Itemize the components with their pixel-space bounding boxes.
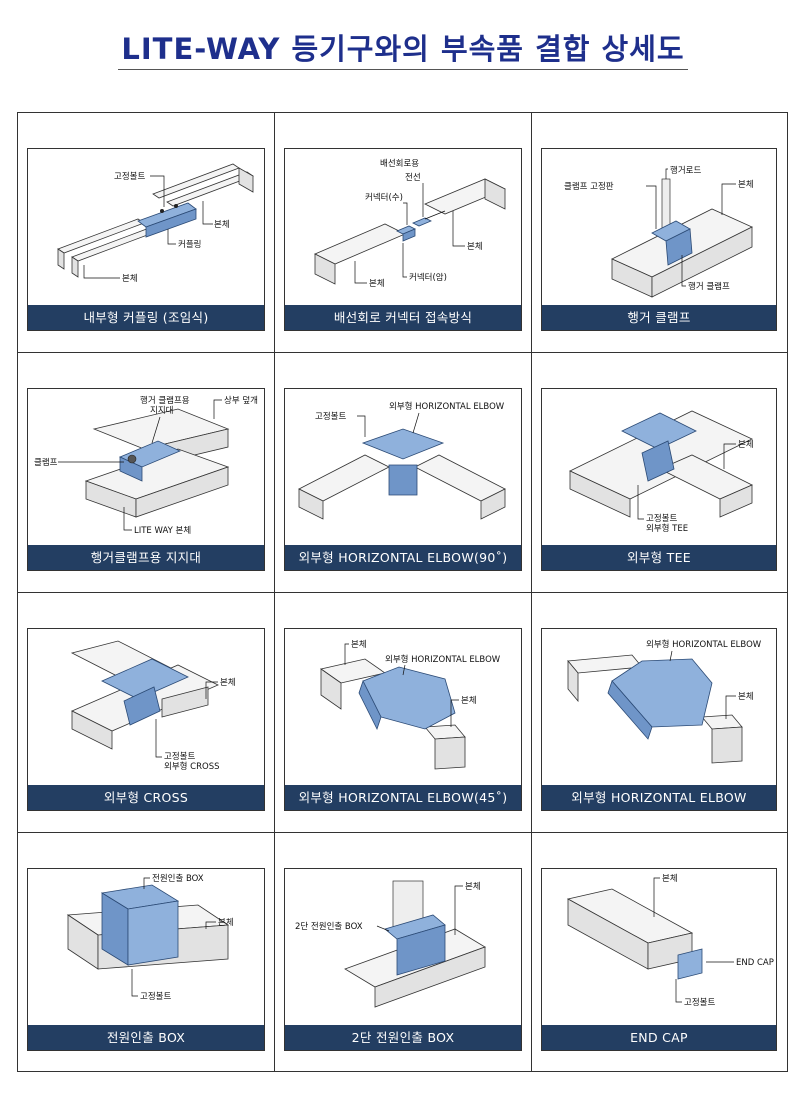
label-body-left: 본체 [369,278,385,289]
page-title: LITE-WAY 등기구와의 부속품 결합 상세도 [121,32,685,66]
label-body: 본체 [465,881,481,892]
detail-cell-two-stage-box: 본체 2단 전원인출 BOX 2단 전원인출 BOX [275,833,532,1071]
label-body-left: 본체 [122,273,138,284]
diagram-panel: 본체 외부형 HORIZONTAL ELBOW 본체 외부형 HORIZONTA… [284,628,522,811]
label-body: 본체 [738,691,754,702]
detail-cell-elbow: 외부형 HORIZONTAL ELBOW 본체 외부형 HORIZONTAL E… [532,593,787,833]
elbow-90-illustration: 고정볼트 외부형 HORIZONTAL ELBOW [298,401,506,520]
label-coupling: 커플링 [178,239,201,250]
label-body: 본체 [738,439,754,450]
caption-clamp-support: 행거클램프용 지지대 [28,545,264,570]
label-body-right: 본체 [461,695,477,706]
label-cross: 외부형 CROSS [164,761,220,772]
internal-coupling-illustration: 고정볼트 본체 커플링 본체 [57,163,254,284]
label-end-cap: END CAP [736,958,774,968]
wiring-connector-illustration: 배선회로용 전선 커넥터(수) 본체 본체 커넥터(암) [314,159,506,289]
label-body: 본체 [662,873,678,884]
diagram-panel: 본체 2단 전원인출 BOX 2단 전원인출 BOX [284,868,522,1051]
detail-cell-elbow-45: 본체 외부형 HORIZONTAL ELBOW 본체 외부형 HORIZONTA… [275,593,532,833]
tee-illustration: 본체 고정볼트 외부형 TEE [569,410,754,534]
label-liteway-body: LITE WAY 본체 [134,525,191,536]
label-body-left: 본체 [351,639,367,650]
label-connector-female: 커넥터(암) [409,272,447,283]
label-connector-male: 커넥터(수) [365,192,403,203]
label-body-right: 본체 [214,219,230,230]
caption-wiring-connector: 배선회로 커넥터 접속방식 [285,305,521,330]
diagram-panel: 행거로드 클램프 고정판 본체 행거 클램프 행거 클램프 [541,148,777,331]
label-body: 본체 [218,917,234,928]
detail-cell-elbow-90: 고정볼트 외부형 HORIZONTAL ELBOW 외부형 HORIZONTAL… [275,353,532,593]
detail-cell-end-cap: 본체 END CAP 고정볼트 END CAP [532,833,787,1071]
caption-cross: 외부형 CROSS [28,785,264,810]
caption-tee: 외부형 TEE [542,545,776,570]
cross-illustration: 본체 고정볼트 외부형 CROSS [70,640,236,772]
label-fixing-bolt: 고정볼트 [114,171,145,182]
detail-cell-tee: 본체 고정볼트 외부형 TEE 외부형 TEE [532,353,787,593]
detail-cell-internal-coupling: 고정볼트 본체 커플링 본체 내부형 커플링 (조임식) [18,113,275,353]
label-body: 본체 [220,677,236,688]
diagram-panel: 행거 클램프용 지지대 상부 덮개 클램프 LITE WAY 본체 행거클램프용… [27,388,265,571]
elbow-illustration: 외부형 HORIZONTAL ELBOW 본체 [567,639,762,764]
label-hanger-clamp: 행거 클램프 [688,281,730,292]
label-hanger-rod: 행거로드 [670,165,701,176]
label-elbow: 외부형 HORIZONTAL ELBOW [646,639,762,650]
power-box-illustration: 전원인출 BOX 본체 고정볼트 [66,873,234,1002]
diagram-panel: 배선회로용 전선 커넥터(수) 본체 본체 커넥터(암) 배선회로 커넥터 접속… [284,148,522,331]
end-cap-illustration: 본체 END CAP 고정볼트 [566,873,774,1008]
diagram-panel: 본체 고정볼트 외부형 CROSS 외부형 CROSS [27,628,265,811]
detail-cell-power-box: 전원인출 BOX 본체 고정볼트 전원인출 BOX [18,833,275,1071]
detail-cell-clamp-support: 행거 클램프용 지지대 상부 덮개 클램프 LITE WAY 본체 행거클램프용… [18,353,275,593]
label-fixing-bolt: 고정볼트 [140,991,171,1002]
label-clamp-plate: 클램프 고정판 [564,181,614,192]
two-stage-box-illustration: 본체 2단 전원인출 BOX [295,880,486,1008]
label-body-right: 본체 [467,241,483,252]
caption-end-cap: END CAP [542,1025,776,1050]
label-fixing-bolt: 고정볼트 [164,751,195,762]
diagram-panel: 고정볼트 본체 커플링 본체 내부형 커플링 (조임식) [27,148,265,331]
label-clamp: 클램프 [34,457,58,468]
label-fixing-bolt: 고정볼트 [684,997,715,1008]
diagram-panel: 외부형 HORIZONTAL ELBOW 본체 외부형 HORIZONTAL E… [541,628,777,811]
label-elbow: 외부형 HORIZONTAL ELBOW [389,401,505,412]
caption-power-box: 전원인출 BOX [28,1025,264,1050]
label-elbow: 외부형 HORIZONTAL ELBOW [385,654,501,665]
caption-elbow: 외부형 HORIZONTAL ELBOW [542,785,776,810]
label-wire: 전선 [405,172,421,183]
diagram-panel: 전원인출 BOX 본체 고정볼트 전원인출 BOX [27,868,265,1051]
label-top-cover: 상부 덮개 [224,395,258,406]
detail-cell-hanger-clamp: 행거로드 클램프 고정판 본체 행거 클램프 행거 클램프 [532,113,787,353]
detail-cell-wiring-connector: 배선회로용 전선 커넥터(수) 본체 본체 커넥터(암) 배선회로 커넥터 접속… [275,113,532,353]
caption-internal-coupling: 내부형 커플링 (조임식) [28,305,264,330]
caption-hanger-clamp: 행거 클램프 [542,305,776,330]
clamp-support-illustration: 행거 클램프용 지지대 상부 덮개 클램프 LITE WAY 본체 [34,395,258,536]
elbow-45-illustration: 본체 외부형 HORIZONTAL ELBOW 본체 [320,639,501,770]
label-fixing-bolt: 고정볼트 [646,513,677,524]
label-power-box: 전원인출 BOX [152,873,204,884]
detail-cell-cross: 본체 고정볼트 외부형 CROSS 외부형 CROSS [18,593,275,833]
diagram-panel: 본체 END CAP 고정볼트 END CAP [541,868,777,1051]
label-fixing-bolt: 고정볼트 [315,411,346,422]
hanger-clamp-illustration: 행거로드 클램프 고정판 본체 행거 클램프 [564,165,754,298]
label-two-stage-box: 2단 전원인출 BOX [295,921,363,932]
diagram-panel: 본체 고정볼트 외부형 TEE 외부형 TEE [541,388,777,571]
label-clamp-for: 행거 클램프용 [140,395,190,406]
caption-elbow-45: 외부형 HORIZONTAL ELBOW(45˚) [285,785,521,810]
title-underline [118,69,688,70]
caption-elbow-90: 외부형 HORIZONTAL ELBOW(90˚) [285,545,521,570]
label-support: 지지대 [150,406,173,416]
caption-two-stage-box: 2단 전원인출 BOX [285,1025,521,1050]
diagram-panel: 고정볼트 외부형 HORIZONTAL ELBOW 외부형 HORIZONTAL… [284,388,522,571]
label-tee: 외부형 TEE [646,523,688,534]
label-wiring-circuit: 배선회로용 [380,159,419,169]
label-body: 본체 [738,179,754,190]
detail-grid: 고정볼트 본체 커플링 본체 내부형 커플링 (조임식) [17,112,788,1072]
